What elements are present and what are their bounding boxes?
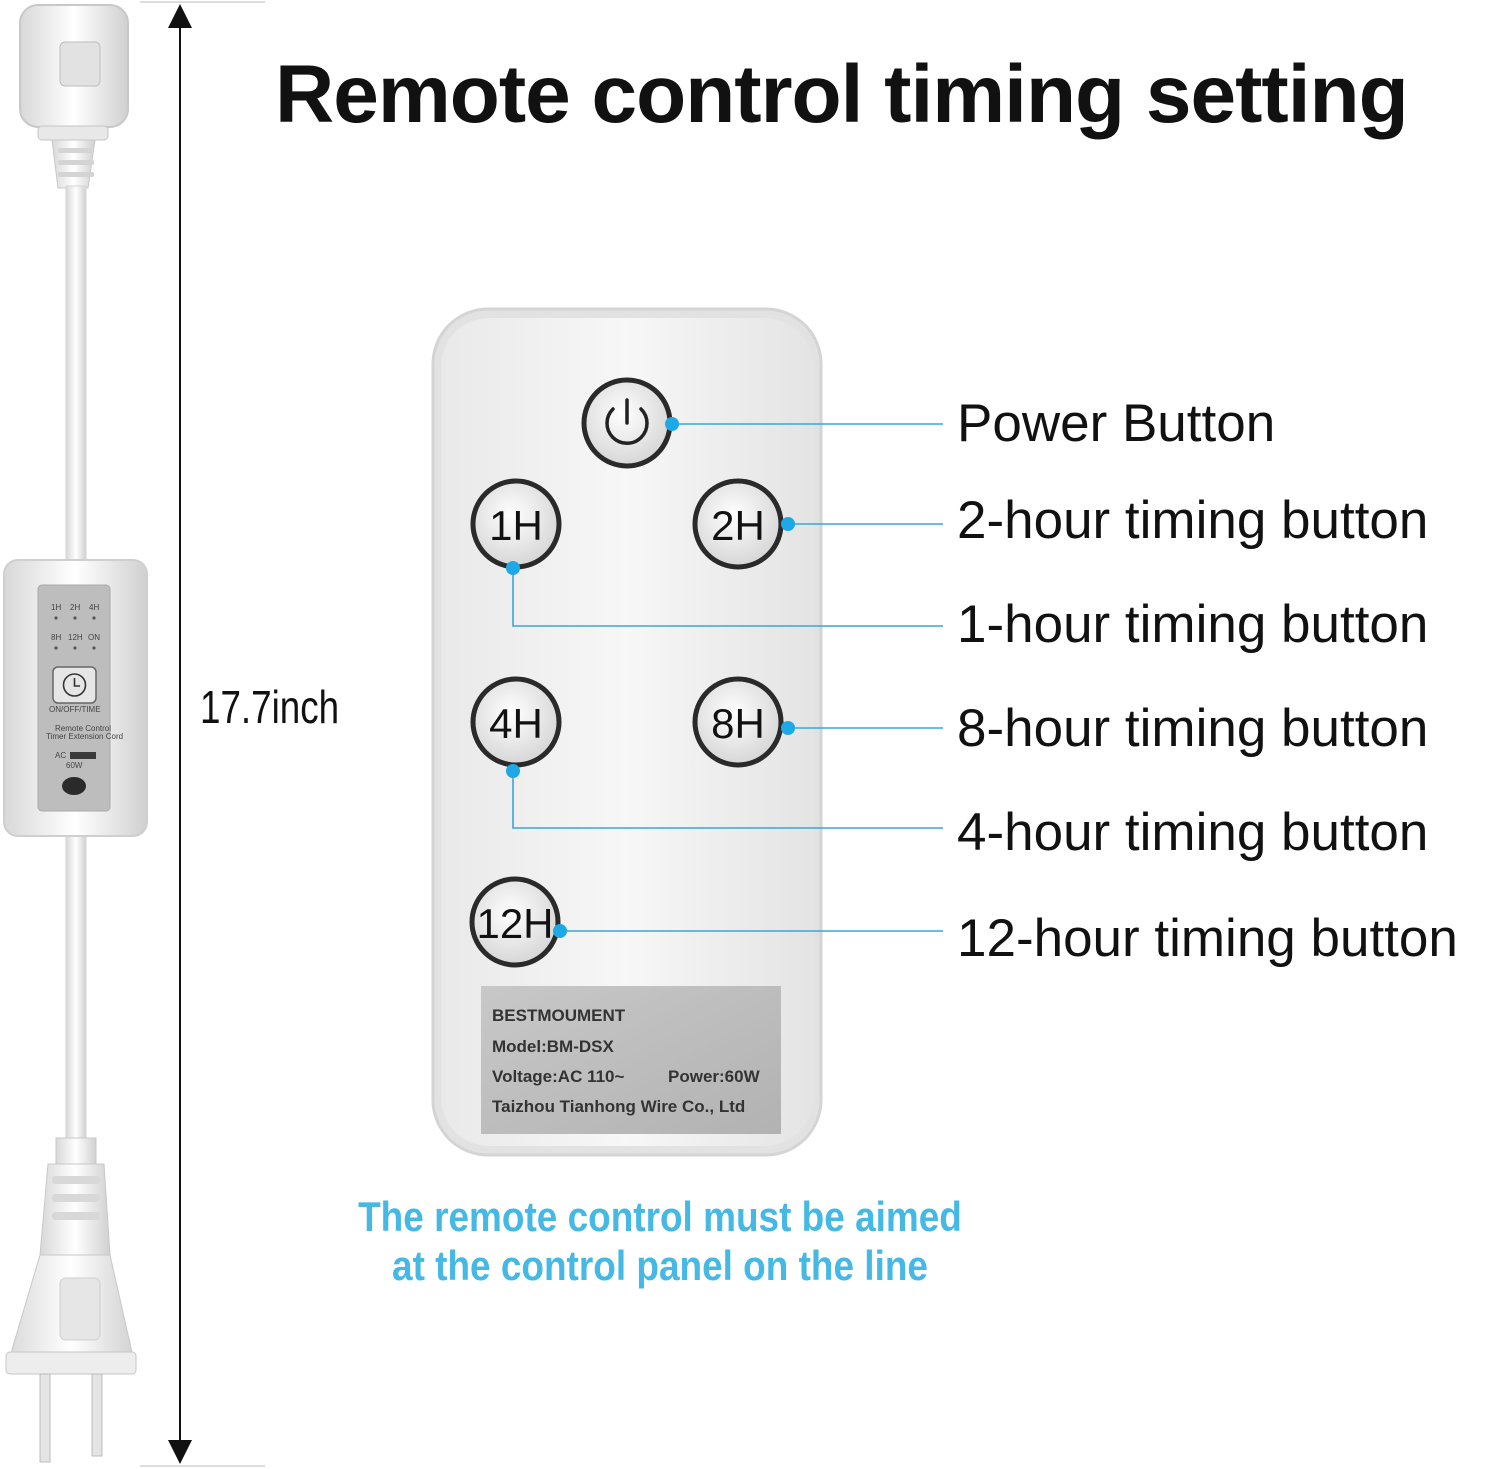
ac-label: AC	[55, 751, 66, 760]
indicator-label: 12H	[68, 633, 83, 642]
model-text: Model:BM-DSX	[492, 1037, 614, 1056]
button-12h-label: 12H	[476, 900, 553, 947]
clock-icon	[62, 673, 87, 697]
power-icon	[605, 398, 649, 446]
button-12h[interactable]: 12H	[469, 876, 561, 968]
watt-label: 60W	[66, 761, 83, 770]
button-4h-label: 4H	[489, 700, 543, 747]
callout-dots	[506, 417, 795, 938]
label-power-button: Power Button	[957, 394, 1276, 453]
button-1h-label: 1H	[489, 502, 543, 549]
usage-note: The remote control must be aimed at the …	[334, 1192, 985, 1290]
length-label: 17.7inch	[200, 681, 340, 733]
spec-plate: BESTMOUMENT Model:BM-DSX Voltage:AC 110~…	[481, 986, 781, 1134]
dimension-arrow	[140, 1, 265, 1467]
power-button[interactable]	[581, 377, 673, 469]
label-8-hour: 8-hour timing button	[957, 699, 1429, 758]
usage-note-line1: The remote control must be aimed	[358, 1193, 962, 1240]
indicator-label: 4H	[89, 603, 99, 612]
ir-receiver	[62, 777, 86, 795]
label-1-hour: 1-hour timing button	[957, 595, 1429, 654]
label-2-hour: 2-hour timing button	[957, 491, 1429, 550]
button-4h[interactable]: 4H	[470, 676, 562, 768]
power-rating-text: Power:60W	[668, 1067, 761, 1086]
desc-label: Remote Control	[55, 724, 111, 733]
page-title: Remote control timing setting	[275, 49, 1409, 140]
onoff-label: ON/OFF/TIME	[49, 705, 101, 714]
button-2h-label: 2H	[711, 502, 765, 549]
callout-lines	[512, 423, 943, 932]
desc-label: Timer Extension Cord	[46, 732, 123, 741]
label-12-hour: 12-hour timing button	[957, 909, 1458, 968]
maker-text: Taizhou Tianhong Wire Co., Ltd	[492, 1097, 745, 1116]
label-4-hour: 4-hour timing button	[957, 803, 1429, 862]
button-8h[interactable]: 8H	[692, 676, 784, 768]
indicator-label: 2H	[70, 603, 80, 612]
indicator-label: 8H	[51, 633, 61, 642]
usage-note-line2: at the control panel on the line	[392, 1242, 928, 1289]
button-2h[interactable]: 2H	[692, 478, 784, 570]
extension-cord: 1H 2H 4H 8H 12H ON ON/OFF/TIME Remote Co…	[3, 4, 148, 1463]
voltage-text: Voltage:AC 110~	[492, 1067, 625, 1086]
female-socket	[19, 4, 129, 189]
indicator-label: 1H	[51, 603, 61, 612]
brand-text: BESTMOUMENT	[492, 1006, 626, 1025]
remote-control: 1H 2H 4H 8H 12H BESTMOUMENT Model:BM-DSX…	[431, 307, 823, 1157]
indicator-label: ON	[88, 633, 100, 642]
button-1h[interactable]: 1H	[470, 478, 562, 570]
male-plug	[5, 1137, 137, 1463]
button-8h-label: 8H	[711, 700, 765, 747]
inline-controller: 1H 2H 4H 8H 12H ON ON/OFF/TIME Remote Co…	[3, 559, 148, 837]
